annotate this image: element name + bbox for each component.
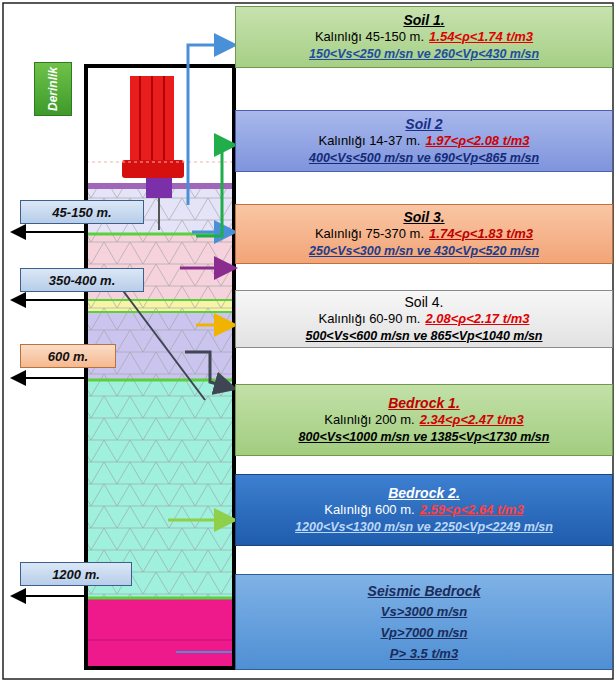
text-row: 800<Vs<1000 m/sn ve 1385<Vp<1730 m/sn <box>299 428 550 445</box>
depth-text: 1200 m. <box>52 567 100 582</box>
text-row: Kalınlığı 200 m. 2.34<ρ<2.47 t/m3 <box>324 411 523 428</box>
depth-label: 600 m. <box>20 344 116 368</box>
thickness-text: Kalınlığı 75-370 m. <box>315 226 424 241</box>
velocity-text: 800<Vs<1000 m/sn ve 1385<Vp<1730 m/sn <box>299 430 550 444</box>
text-row: Kalınlığı 45-150 m. 1.54<ρ<1.74 t/m3 <box>315 28 533 45</box>
velocity-text: 1200<Vs<1300 m/sn ve 2250<Vp<2249 m/sn <box>295 520 553 534</box>
thickness-text: Kalınlığı 60-90 m. <box>319 311 421 326</box>
text-row: Bedrock 2. <box>388 485 460 501</box>
layer-box: Soil 3.Kalınlığı 75-370 m. 1.74<ρ<1.83 t/… <box>235 204 613 264</box>
velocity-text: 150<Vs<250 m/sn ve 260<Vp<430 m/sn <box>309 47 539 61</box>
layer-box: Soil 1.Kalınlığı 45-150 m. 1.54<ρ<1.74 t/… <box>235 6 613 68</box>
density-text: 2.59<ρ<2.64 t/m3 <box>420 502 524 517</box>
property-text: Vp>7000 m/sn <box>380 625 467 640</box>
text-row: Soil 3. <box>403 209 444 225</box>
depth-text: 600 m. <box>48 349 88 364</box>
layer-title: Bedrock 1. <box>388 395 460 411</box>
text-row: P> 3.5 t/m3 <box>390 643 458 664</box>
velocity-text: 250<Vs<300 m/sn ve 430<Vp<520 m/sn <box>309 244 539 258</box>
text-row: Vs>3000 m/sn <box>381 601 467 622</box>
property-text: P> 3.5 t/m3 <box>390 646 458 661</box>
density-text: 1.54<ρ<1.74 t/m3 <box>429 29 533 44</box>
thickness-text: Kalınlığı 200 m. <box>324 412 414 427</box>
density-text: 2.08<ρ<2.17 t/m3 <box>425 311 529 326</box>
text-row: 1200<Vs<1300 m/sn ve 2250<Vp<2249 m/sn <box>295 518 553 535</box>
text-row: 150<Vs<250 m/sn ve 260<Vp<430 m/sn <box>309 45 539 62</box>
velocity-text: 500<Vs<600 m/sn ve 865<Vp<1040 m/sn <box>306 329 543 343</box>
density-text: 1.97<ρ<2.08 t/m3 <box>425 133 529 148</box>
axis-label: Derinlik <box>34 62 72 116</box>
text-row: Bedrock 1. <box>388 395 460 411</box>
layer-title: Bedrock 2. <box>388 485 460 501</box>
depth-text: 45-150 m. <box>52 205 111 220</box>
layer-box: Bedrock 2.Kalınlığı 600 m. 2.59<ρ<2.64 t/… <box>235 474 613 546</box>
layer-title: Soil 4. <box>405 294 444 310</box>
layer-title: Seismic Bedrock <box>368 583 481 599</box>
text-row: 250<Vs<300 m/sn ve 430<Vp<520 m/sn <box>309 242 539 259</box>
layer-box: Bedrock 1.Kalınlığı 200 m. 2.34<ρ<2.47 t/… <box>235 384 613 456</box>
text-row: Kalınlığı 600 m. 2.59<ρ<2.64 t/m3 <box>324 501 523 518</box>
layer-title: Soil 3. <box>403 209 444 225</box>
text-row: Kalınlığı 14-37 m. 1.97<ρ<2.08 t/m3 <box>319 132 530 149</box>
density-text: 2.34<ρ<2.47 t/m3 <box>420 412 524 427</box>
text-row: Vp>7000 m/sn <box>380 622 467 643</box>
text-row: Kalınlığı 60-90 m. 2.08<ρ<2.17 t/m3 <box>319 310 530 327</box>
thickness-text: Kalınlığı 14-37 m. <box>319 133 421 148</box>
axis-text: Derinlik <box>46 67 60 111</box>
depth-text: 350-400 m. <box>49 273 116 288</box>
thickness-text: Kalınlığı 600 m. <box>324 502 414 517</box>
text-row: Kalınlığı 75-370 m. 1.74<ρ<1.83 t/m3 <box>315 225 533 242</box>
layer-box: Seismic BedrockVs>3000 m/snVp>7000 m/snP… <box>235 574 613 670</box>
depth-label: 1200 m. <box>20 562 132 586</box>
property-text: Vs>3000 m/sn <box>381 604 467 619</box>
text-row: 400<Vs<500 m/sn ve 690<Vp<865 m/sn <box>309 149 539 166</box>
depth-label: 45-150 m. <box>20 200 144 224</box>
thickness-text: Kalınlığı 45-150 m. <box>315 29 424 44</box>
layer-title: Soil 1. <box>403 12 444 28</box>
text-row: Seismic Bedrock <box>368 581 481 601</box>
text-row: Soil 2 <box>405 116 442 132</box>
text-row: 500<Vs<600 m/sn ve 865<Vp<1040 m/sn <box>306 327 543 344</box>
layer-title: Soil 2 <box>405 116 442 132</box>
text-row: Soil 1. <box>403 12 444 28</box>
layer-box: Soil 4.Kalınlığı 60-90 m. 2.08<ρ<2.17 t/m… <box>235 290 613 348</box>
text-row: Soil 4. <box>405 294 444 310</box>
velocity-text: 400<Vs<500 m/sn ve 690<Vp<865 m/sn <box>309 151 539 165</box>
layer-box: Soil 2Kalınlığı 14-37 m. 1.97<ρ<2.08 t/m3… <box>235 110 613 172</box>
density-text: 1.74<ρ<1.83 t/m3 <box>429 226 533 241</box>
depth-label: 350-400 m. <box>20 268 144 292</box>
